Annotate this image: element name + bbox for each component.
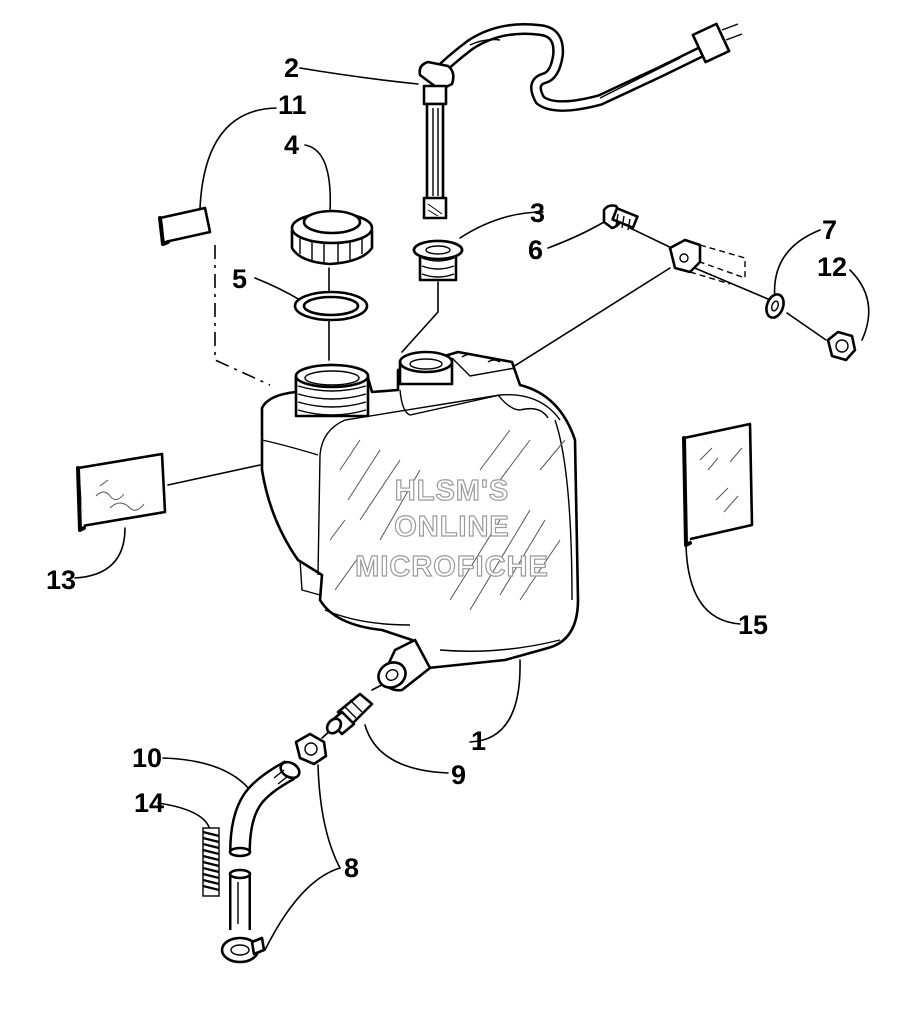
callout-15: 15 (738, 610, 768, 640)
decal-right (682, 422, 754, 547)
callout-5: 5 (232, 264, 247, 294)
spring (202, 827, 220, 897)
watermark-line-3: MICROFICHE (355, 551, 549, 583)
grommet (412, 239, 464, 282)
callout-13: 13 (46, 565, 76, 595)
watermark-line-1: HLSM'S (395, 475, 509, 507)
filler-cap (290, 209, 374, 266)
tank-shading (329, 429, 566, 611)
oil-level-sensor (418, 22, 743, 220)
decal-left (76, 452, 167, 532)
watermark-line-2: ONLINE (394, 511, 510, 543)
oil-hose (228, 760, 301, 930)
hose-clamp-upper (294, 732, 328, 766)
gauge-port (398, 350, 454, 386)
callout-labels: 1 2 3 4 5 6 7 8 9 10 11 12 13 14 15 (46, 53, 847, 883)
hose-clamp-lower (220, 936, 266, 964)
callout-12: 12 (817, 252, 847, 282)
tank-outlet (377, 638, 432, 692)
washer (765, 293, 785, 319)
gasket (293, 290, 369, 322)
hose-fitting (325, 692, 374, 736)
callout-6: 6 (528, 235, 543, 265)
nut (826, 330, 857, 362)
callout-8: 8 (344, 853, 359, 883)
watermark: HLSM'S ONLINE MICROFICHE (355, 474, 549, 583)
oil-tank (260, 350, 580, 692)
callout-10: 10 (132, 743, 162, 773)
filler-neck (294, 363, 370, 418)
callout-7: 7 (822, 215, 837, 245)
callout-4: 4 (284, 130, 299, 160)
bolt (602, 204, 639, 231)
callout-14: 14 (134, 788, 164, 818)
mounting-bracket (668, 238, 746, 285)
leader-lines (74, 67, 870, 951)
callout-3: 3 (530, 198, 545, 228)
small-decal (158, 206, 212, 246)
callout-9: 9 (451, 760, 466, 790)
callout-11: 11 (278, 90, 307, 120)
callout-1: 1 (471, 726, 486, 756)
callout-2: 2 (284, 53, 299, 83)
